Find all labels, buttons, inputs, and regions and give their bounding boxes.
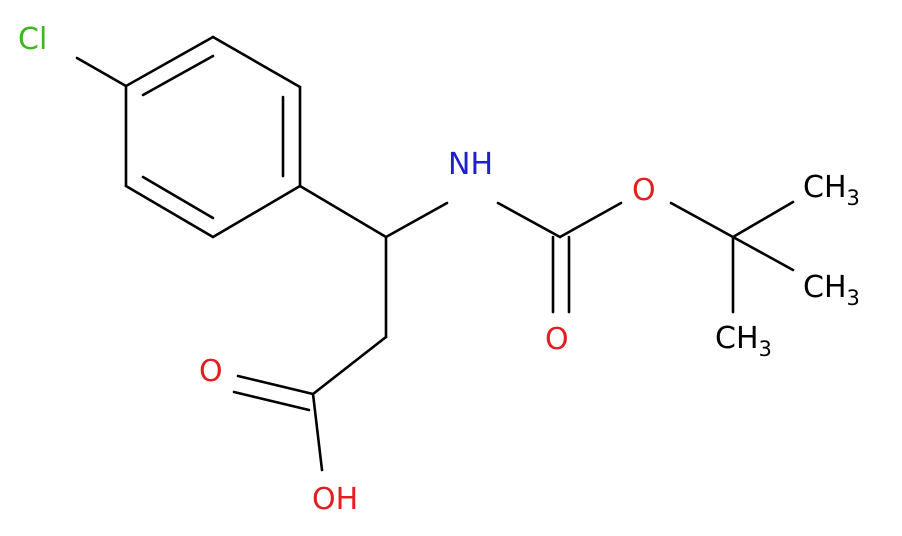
bond-cooh-oh: [311, 392, 324, 472]
ring-bond-2: [211, 35, 302, 89]
bond-ch2-cooh: [311, 335, 388, 396]
ring-bond-1: [124, 35, 215, 88]
bonds: [75, 35, 795, 472]
bond-cooh-o-double-a: [236, 374, 315, 396]
bond-c-oester: [558, 201, 623, 239]
ring-bond-4: [211, 184, 302, 239]
bond-ch-nh: [384, 201, 449, 239]
chlorine-label: Cl: [18, 22, 47, 57]
carbamate-oxygen-label: O: [545, 322, 569, 357]
bond-nh-c: [496, 201, 562, 239]
bond-cq-ch3-mid: [731, 235, 795, 272]
nitrogen-label: NH: [448, 147, 493, 182]
ring-inner-1: [141, 54, 215, 97]
hydroxyl-label: OH: [312, 482, 358, 517]
ester-oxygen-label: O: [632, 173, 656, 208]
ring-bond-5: [124, 184, 215, 239]
atom-labels: Cl NH O O O OH CH3 CH3 CH3: [18, 22, 860, 517]
methyl-bottom-label: CH3: [715, 321, 772, 361]
bond-cq-ch3-top: [731, 200, 795, 239]
bond-ring-ch: [298, 184, 388, 239]
bond-cooh-o-double-b: [232, 390, 311, 412]
ring-inner-3: [141, 175, 215, 220]
methyl-mid-label: CH3: [803, 270, 860, 310]
methyl-top-label: CH3: [803, 170, 860, 210]
bond-cl-ring: [75, 56, 128, 88]
bond-oester-cq: [669, 201, 735, 239]
acid-oxygen-label: O: [199, 354, 223, 389]
